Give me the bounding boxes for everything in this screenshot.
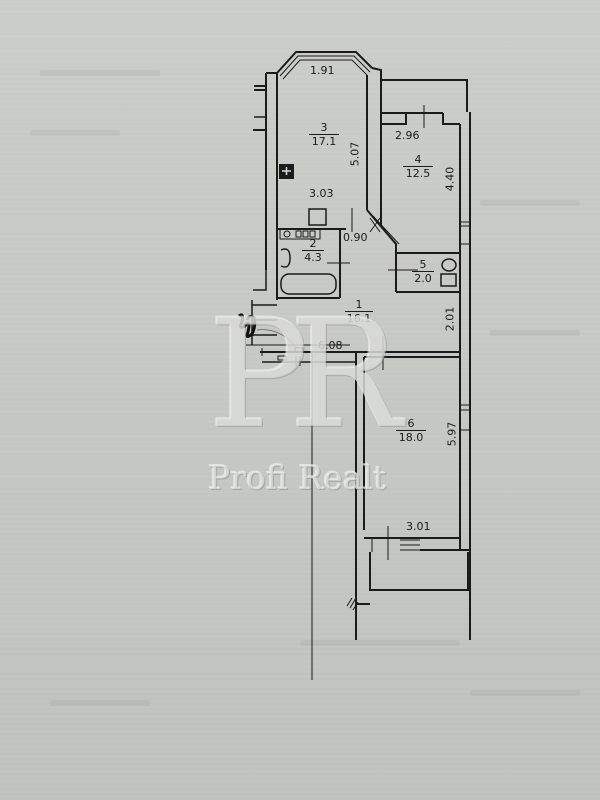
room-area: 12.5	[403, 166, 433, 180]
dimension-room6-width: 3.01	[406, 520, 431, 533]
dimension-room4-depth: 4.40	[443, 166, 457, 192]
dimension-hall-length: 6.08	[318, 339, 343, 352]
dimension-passage: 0.90	[343, 231, 368, 244]
room-2-label: 2 4.3	[302, 238, 324, 264]
dimension-room3-width: 3.03	[309, 187, 334, 200]
room-3-label: 3 17.1	[309, 122, 339, 148]
room-area: 16.1	[345, 311, 373, 325]
bleed-through-text	[30, 130, 120, 136]
room-area: 17.1	[309, 134, 339, 148]
room-number: 2	[309, 237, 317, 250]
ink-scribble	[238, 313, 257, 339]
bleed-through-text	[490, 330, 580, 336]
room-1-label: 1 16.1	[345, 299, 373, 325]
room-area: 18.0	[396, 430, 426, 444]
room-number: 6	[407, 417, 415, 430]
room-number: 3	[320, 121, 328, 134]
dimension-hall-depth: 2.01	[443, 306, 457, 332]
room-area: 4.3	[302, 250, 324, 264]
dimension-room3-depth: 5.07	[348, 141, 362, 167]
bleed-through-text	[300, 640, 460, 646]
dimension-room6-depth: 5.97	[445, 421, 459, 447]
room-number: 1	[355, 298, 363, 311]
dimension-bay-window: 1.91	[310, 64, 335, 77]
room-5-label: 5 2.0	[412, 259, 434, 285]
bleed-through-text	[470, 690, 580, 696]
watermark-monogram: PR	[208, 288, 402, 462]
watermark-brand: Profi Realt	[208, 458, 387, 497]
room-6-label: 6 18.0	[396, 418, 426, 444]
bleed-through-text	[40, 70, 160, 76]
dimension-room4-width: 2.96	[395, 129, 420, 142]
room-number: 4	[414, 153, 422, 166]
bleed-through-text	[480, 200, 580, 206]
bleed-through-text	[50, 700, 150, 706]
room-4-label: 4 12.5	[403, 154, 433, 180]
room-number: 5	[419, 258, 427, 271]
room-area: 2.0	[412, 271, 434, 285]
